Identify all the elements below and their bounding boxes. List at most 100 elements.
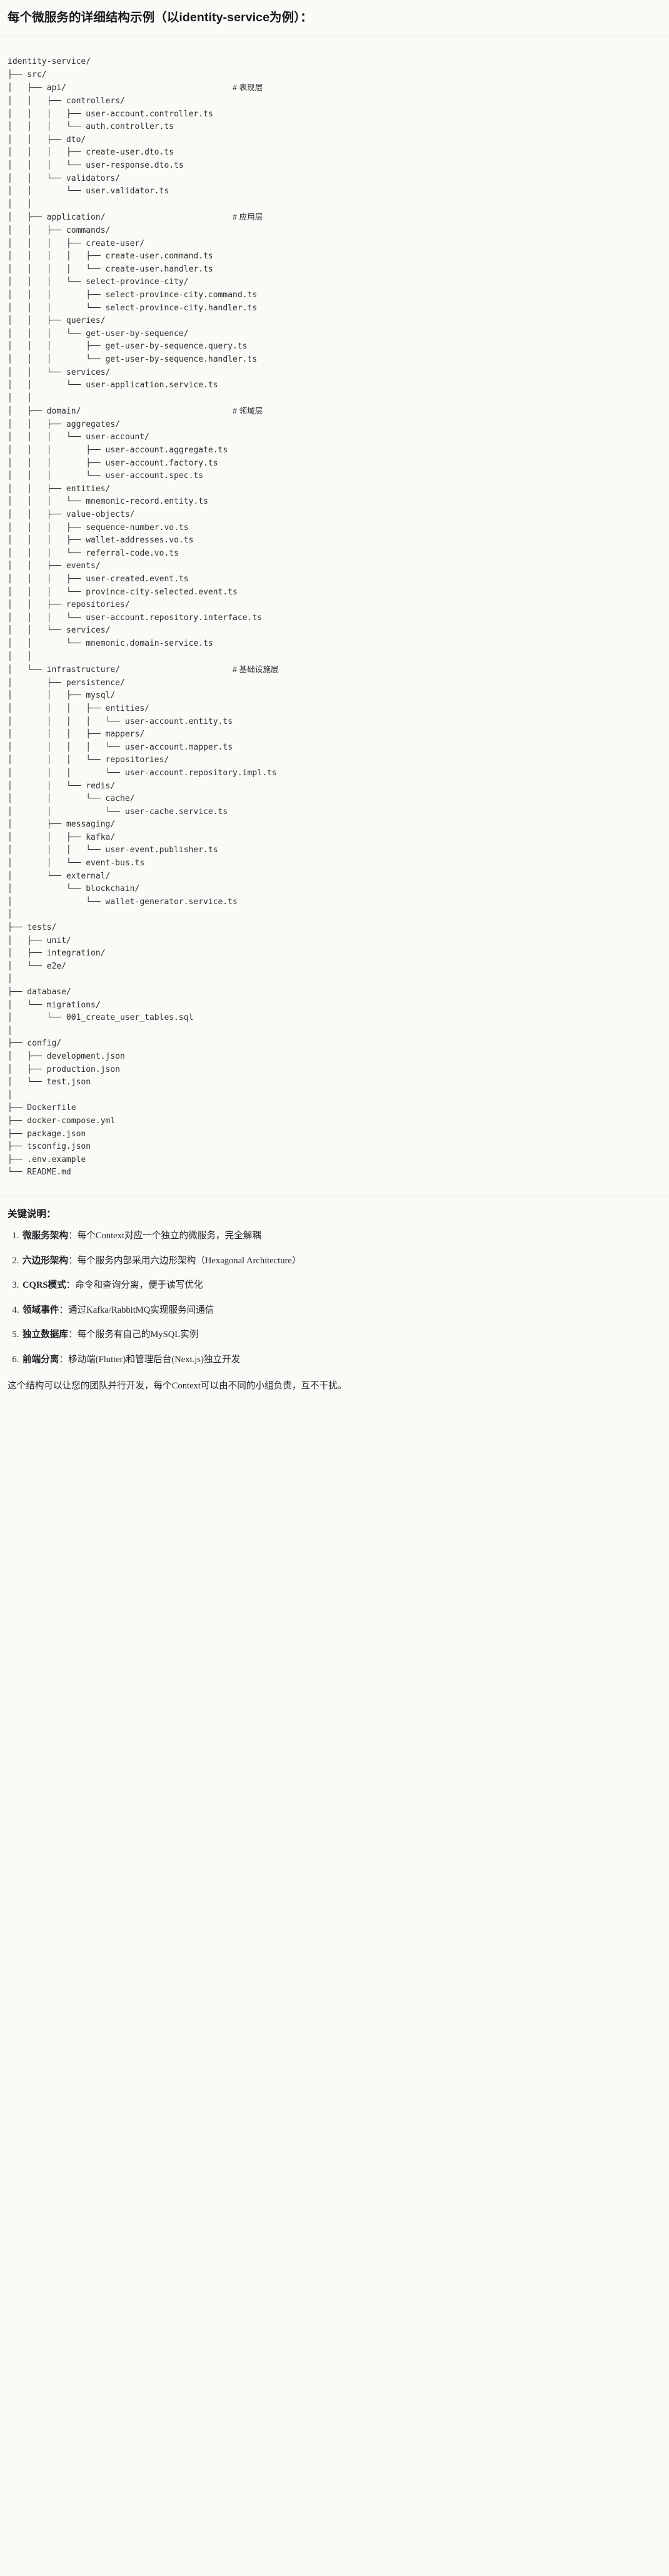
tree-line: │ │ └── mnemonic.domain-service.ts	[8, 638, 661, 651]
tree-line: ├── Dockerfile	[8, 1102, 661, 1115]
tree-line-path: │	[8, 974, 13, 984]
tree-line: │ └── wallet-generator.service.ts	[8, 896, 661, 909]
tree-line-path: │ │ │ └── get-user-by-sequence.handler.t…	[8, 354, 258, 364]
tree-line: │ │ │ ├── wallet-addresses.vo.ts	[8, 534, 661, 547]
tree-line-path: │ │ └── services/	[8, 626, 111, 636]
tree-line-path: │ ├── integration/	[8, 949, 106, 959]
tree-line-path: ├── .env.example	[8, 1154, 86, 1164]
tree-line: │ │ └── redis/	[8, 780, 661, 793]
tree-line: └── README.md	[8, 1166, 661, 1179]
tree-line-path: │ └── e2e/	[8, 961, 66, 971]
key-notes-list: 微服务架构：每个Context对应一个独立的微服务，完全解耦六边形架构：每个服务…	[8, 1229, 661, 1367]
tree-line: │ ├── api/ # 表现层	[8, 81, 661, 95]
tree-line-path: │	[8, 1026, 13, 1036]
tree-line: │ │	[8, 198, 661, 211]
tree-line-path: │ │ └── event-bus.ts	[8, 858, 145, 868]
tree-line-path: │ │ │ │ └── create-user.handler.ts	[8, 264, 213, 274]
tree-line: ├── database/	[8, 986, 661, 999]
tree-line-path: │ │ │ └── auth.controller.ts	[8, 122, 174, 132]
tree-line-path: │ │ │ ├── mappers/	[8, 730, 145, 740]
tree-line-path: │ │ │ └── user-account/	[8, 432, 149, 442]
tree-line-path: ├── Dockerfile	[8, 1103, 76, 1113]
tree-line: ├── config/	[8, 1037, 661, 1051]
tree-line-path: │ │ ├── entities/	[8, 484, 111, 494]
tree-line: │ │ └── user.validator.ts	[8, 185, 661, 198]
tree-line-path: │ │ ├── commands/	[8, 225, 111, 235]
tree-line: │ │ ├── entities/	[8, 483, 661, 496]
tree-line: │ └── external/	[8, 870, 661, 883]
key-note-body: ：命令和查询分离，便于读写优化	[66, 1280, 203, 1291]
tree-line-path: │ │ │ └── repositories/	[8, 755, 169, 765]
key-note-body: ：每个Context对应一个独立的微服务，完全解耦	[68, 1230, 261, 1241]
tree-line: │ │ │ └── province-city-selected.event.t…	[8, 586, 661, 599]
tree-line: │ │ │ └── user-event.publisher.ts	[8, 844, 661, 857]
tree-line: │ │ │ │ └── user-account.entity.ts	[8, 716, 661, 729]
tree-line: │ │ │ └── referral-code.vo.ts	[8, 547, 661, 561]
tree-line: ├── docker-compose.yml	[8, 1115, 661, 1128]
tree-line-path: │ │ │ └── user-event.publisher.ts	[8, 845, 218, 855]
tree-line: │ │ │ │ ├── create-user.command.ts	[8, 250, 661, 263]
tree-line: │	[8, 973, 661, 986]
key-note-body: ：每个服务内部采用六边形架构（Hexagonal Architecture）	[68, 1255, 301, 1266]
tree-line-gap	[120, 665, 233, 675]
key-note-item: 微服务架构：每个Context对应一个独立的微服务，完全解耦	[21, 1229, 661, 1243]
tree-line-path: │ │ └── mnemonic.domain-service.ts	[8, 638, 213, 648]
tree-line: │ │ └── event-bus.ts	[8, 857, 661, 870]
tree-line-path: │ │ │ │ └── user-account.mapper.ts	[8, 742, 233, 752]
tree-line-path: │ │ │ └── mnemonic-record.entity.ts	[8, 497, 208, 507]
tree-line-path: │ │ │ └── select-province-city.handler.t…	[8, 303, 258, 313]
tree-line-path: │ │ ├── mysql/	[8, 691, 116, 701]
tree-line-path: │ │ │ └── referral-code.vo.ts	[8, 548, 179, 558]
tree-line: │ │ │ ├── user-created.event.ts	[8, 573, 661, 586]
tree-line: │ │ │ ├── select-province-city.command.t…	[8, 289, 661, 302]
tree-line-path: │ │ │ └── province-city-selected.event.t…	[8, 587, 238, 597]
tree-line: │ │ ├── commands/	[8, 225, 661, 238]
tree-line-path: │ │ │ └── user-account.repository.impl.t…	[8, 768, 277, 778]
tree-line-path: │ └── migrations/	[8, 1000, 101, 1010]
page-title: 每个微服务的详细结构示例（以identity-service为例）：	[8, 11, 313, 24]
tree-line-path: │ │ │ │ ├── create-user.command.ts	[8, 252, 213, 262]
tree-line: ├── package.json	[8, 1128, 661, 1141]
tree-line-path: │ │ └── user.validator.ts	[8, 186, 169, 196]
tree-line-comment: # 基础设施层	[233, 665, 279, 675]
directory-tree: identity-service/ ├── src/ │ ├── api/ # …	[0, 44, 669, 1187]
tree-line: │ └── migrations/	[8, 999, 661, 1012]
tree-line-path: │ │ │ ├── create-user.dto.ts	[8, 148, 174, 158]
tree-line-path: │ │ │ │ └── user-account.entity.ts	[8, 716, 233, 726]
tree-line: │ │ │ ├── user-account.factory.ts	[8, 457, 661, 471]
tree-line-comment: # 表现层	[233, 83, 263, 93]
tree-line: │	[8, 1025, 661, 1038]
tree-line: │ │ ├── kafka/	[8, 832, 661, 845]
tree-line: │	[8, 909, 661, 922]
tree-line-comment: # 应用层	[233, 213, 263, 222]
tree-line: │ │ │ ├── sequence-number.vo.ts	[8, 522, 661, 535]
tree-line: │ │ │ │ └── create-user.handler.ts	[8, 263, 661, 277]
tree-line: │ └── blockchain/	[8, 883, 661, 896]
tree-line: │ │	[8, 651, 661, 664]
tree-line-path: │ │	[8, 393, 33, 403]
tree-line-gap	[81, 407, 233, 416]
tree-line: │ │ │ └── user-account.spec.ts	[8, 470, 661, 483]
tree-line-path: │ │ │ ├── user-account.factory.ts	[8, 458, 218, 468]
tree-line-path: │ │	[8, 651, 33, 661]
tree-line: │ │ ├── repositories/	[8, 599, 661, 612]
tree-line-path: │ ├── messaging/	[8, 820, 116, 830]
tree-line-path: │ │ │ ├── entities/	[8, 703, 149, 713]
tree-line-path: │ │ │ ├── user-account.aggregate.ts	[8, 445, 228, 456]
tree-line: │ │ ├── value-objects/	[8, 509, 661, 522]
key-note-body: ：移动端(Flutter)和管理后台(Next.js)独立开发	[59, 1354, 241, 1365]
tree-line-path: │ ├── api/	[8, 83, 66, 93]
tree-line-path: │ │ ├── value-objects/	[8, 510, 135, 520]
tree-line-path: ├── docker-compose.yml	[8, 1116, 116, 1126]
tree-line-path: │ │ └── user-application.service.ts	[8, 380, 218, 390]
tree-line-path: │ ├── production.json	[8, 1064, 121, 1074]
tree-line-path: │ │ │ ├── sequence-number.vo.ts	[8, 522, 189, 532]
tree-line: │ ├── integration/	[8, 947, 661, 960]
tree-line: │ │ │ ├── user-account.aggregate.ts	[8, 444, 661, 457]
tree-line-path: ├── package.json	[8, 1129, 86, 1139]
tree-line: │ └── infrastructure/ # 基础设施层	[8, 663, 661, 677]
tree-line: │ │ └── services/	[8, 624, 661, 638]
tree-line-path: │ │ └── cache/	[8, 794, 135, 804]
tree-line-path: │ │ │ ├── user-created.event.ts	[8, 574, 189, 584]
tree-line: │ │ │ ├── entities/	[8, 703, 661, 716]
